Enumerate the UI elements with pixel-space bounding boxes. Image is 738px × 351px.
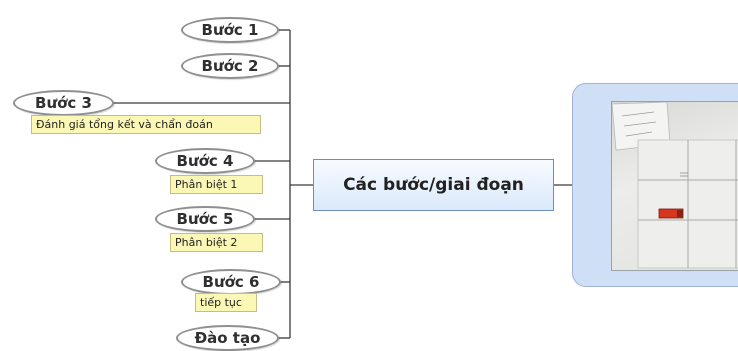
branch-note-step-5: Phân biệt 2 xyxy=(170,233,263,252)
branch-node-step-3[interactable]: Bước 3 xyxy=(13,90,114,116)
branch-node-step-2[interactable]: Bước 2 xyxy=(181,53,279,79)
branch-node-step-4[interactable]: Bước 4 xyxy=(155,148,255,174)
attached-photo xyxy=(611,101,738,271)
branch-node-step-1[interactable]: Bước 1 xyxy=(181,17,279,43)
branch-node-training[interactable]: Đào tạo xyxy=(176,325,279,351)
attached-image-frame xyxy=(572,83,738,287)
branch-node-step-5[interactable]: Bước 5 xyxy=(155,206,255,232)
branch-note-step-3: Đánh giá tổng kết và chẩn đoán xyxy=(31,115,261,134)
photo-illustration xyxy=(612,102,738,269)
branch-note-step-4: Phân biệt 1 xyxy=(170,175,263,194)
branch-note-step-6: tiếp tục xyxy=(195,293,257,312)
central-topic[interactable]: Các bước/giai đoạn xyxy=(313,159,554,211)
branch-node-step-6[interactable]: Bước 6 xyxy=(181,269,281,295)
